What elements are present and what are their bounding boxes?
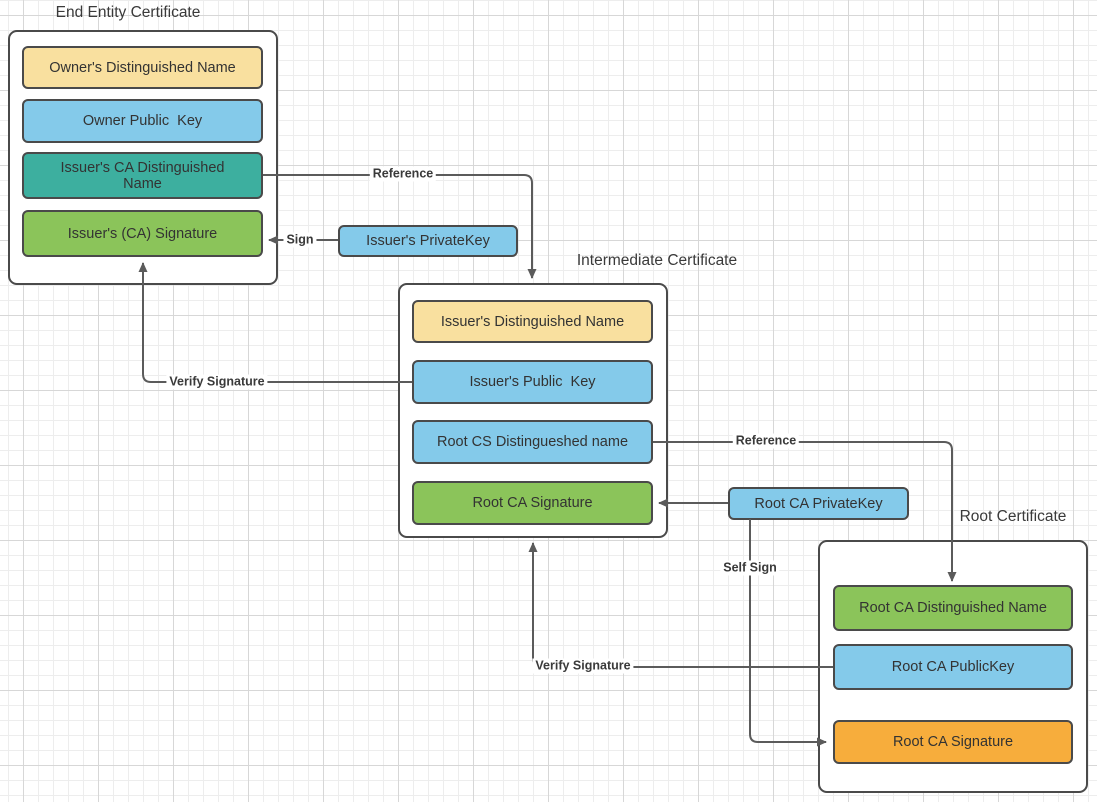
edge-verify-signature-2 xyxy=(528,542,833,668)
intermediate-certificate-title: Intermediate Certificate xyxy=(576,252,738,269)
edge-self-sign xyxy=(749,519,827,747)
field-issuers-ca-distinguished-name: Issuer's CA Distinguished Name xyxy=(22,152,263,199)
field-root-ca-distinguished-name: Root CA Distinguished Name xyxy=(833,585,1073,631)
issuers-private-key-box: Issuer's PrivateKey xyxy=(338,225,518,257)
edge-verify-signature-1 xyxy=(138,262,412,383)
field-issuers-public-key: Issuer's Public Key xyxy=(412,360,653,404)
field-issuers-ca-signature: Issuer's (CA) Signature xyxy=(22,210,263,257)
field-root-cs-distingueshed-name: Root CS Distingueshed name xyxy=(412,420,653,464)
edge-label-verify-signature-1: Verify Signature xyxy=(166,374,268,390)
field-owners-distinguished-name: Owner's Distinguished Name xyxy=(22,46,263,89)
field-owner-public-key: Owner Public Key xyxy=(22,99,263,143)
edge-reference-1 xyxy=(263,174,537,279)
field-root-ca-publickey: Root CA PublicKey xyxy=(833,644,1073,690)
edge-label-reference-1: Reference xyxy=(369,166,437,182)
root-ca-private-key-box: Root CA PrivateKey xyxy=(728,487,909,520)
field-issuers-distinguished-name: Issuer's Distinguished Name xyxy=(412,300,653,343)
edge-reference-2 xyxy=(653,441,957,582)
field-root-ca-signature-root: Root CA Signature xyxy=(833,720,1073,764)
end-entity-certificate-title: End Entity Certificate xyxy=(55,4,201,21)
edge-label-self-sign: Self Sign xyxy=(720,560,780,576)
edge-label-reference-2: Reference xyxy=(732,433,800,449)
field-root-ca-signature-intermediate: Root CA Signature xyxy=(412,481,653,525)
root-certificate-title: Root Certificate xyxy=(959,508,1067,525)
edge-label-sign: Sign xyxy=(283,232,317,248)
edge-label-verify-signature-2: Verify Signature xyxy=(532,658,634,674)
